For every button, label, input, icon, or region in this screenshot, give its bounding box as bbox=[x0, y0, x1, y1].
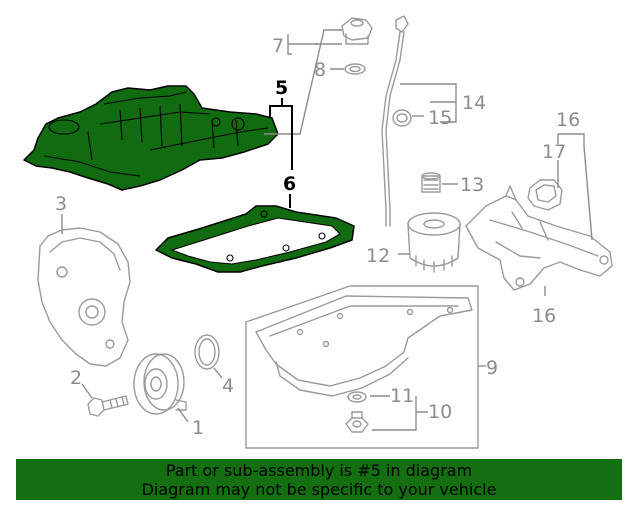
callout-8: 8 bbox=[314, 59, 326, 81]
callout-13: 13 bbox=[460, 174, 484, 196]
callout-5: 5 bbox=[275, 77, 288, 99]
banner-line-2: Diagram may not be specific to your vehi… bbox=[141, 480, 497, 499]
callout-labels: 1 2 3 4 5 6 7 8 9 10 11 12 13 14 15 16 1… bbox=[55, 35, 580, 439]
callout-6: 6 bbox=[283, 173, 296, 195]
callout-11: 11 bbox=[390, 385, 414, 407]
part-15-dipstick-seal[interactable] bbox=[392, 109, 412, 127]
callout-16a: 16 bbox=[556, 109, 580, 131]
callout-14: 14 bbox=[462, 92, 486, 114]
part-1-balancer[interactable] bbox=[133, 353, 187, 415]
callout-1: 1 bbox=[192, 417, 204, 439]
leader-lines bbox=[61, 29, 593, 431]
callout-16b: 16 bbox=[532, 305, 556, 327]
leader-lines-highlight bbox=[269, 98, 293, 208]
part-3-front-cover[interactable] bbox=[37, 227, 131, 367]
callout-15: 15 bbox=[428, 107, 452, 129]
part-17-gasket[interactable] bbox=[527, 179, 563, 211]
callout-2: 2 bbox=[70, 367, 82, 389]
part-8-cap-seal[interactable] bbox=[344, 63, 366, 75]
part-4-seal[interactable] bbox=[194, 334, 220, 370]
callout-7: 7 bbox=[272, 35, 284, 57]
part-16-exhaust-manifold[interactable] bbox=[465, 185, 613, 291]
part-7-oil-cap[interactable] bbox=[341, 17, 373, 45]
part-10-drain-plug[interactable] bbox=[345, 411, 369, 433]
callout-10: 10 bbox=[428, 401, 452, 423]
part-5-intake-manifold[interactable] bbox=[23, 85, 279, 191]
callout-3: 3 bbox=[55, 193, 67, 215]
part-13-filter-adapter[interactable] bbox=[421, 172, 441, 193]
info-banner: Part or sub-assembly is #5 in diagram Di… bbox=[16, 459, 622, 500]
part-11-drain-seal[interactable] bbox=[347, 391, 367, 403]
part-12-oil-filter[interactable] bbox=[407, 212, 461, 273]
part-9-oil-pan[interactable] bbox=[245, 285, 479, 449]
part-2-bolt[interactable] bbox=[87, 395, 129, 417]
part-6-gasket[interactable] bbox=[155, 205, 355, 273]
callout-12: 12 bbox=[366, 245, 390, 267]
banner-line-1: Part or sub-assembly is #5 in diagram bbox=[165, 461, 473, 480]
part-14-dipstick[interactable] bbox=[381, 15, 409, 227]
callout-17: 17 bbox=[542, 141, 566, 163]
callout-9: 9 bbox=[486, 357, 498, 379]
callout-4: 4 bbox=[222, 375, 234, 397]
